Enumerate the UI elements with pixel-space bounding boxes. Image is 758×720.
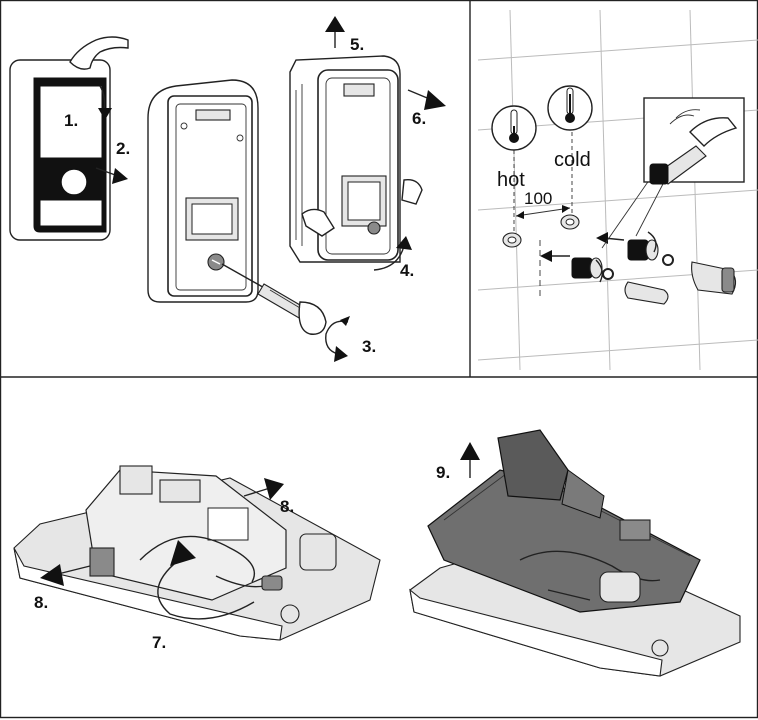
thermometer-low-icon	[509, 109, 519, 143]
dimension-100: 100	[513, 132, 573, 300]
connection-fittings	[540, 175, 737, 305]
top-left-step-labels: 1. 2. 3. 4. 5. 6.	[64, 35, 426, 356]
chassis-left	[13, 465, 381, 641]
housing-lift	[289, 16, 446, 271]
distance-label: 100	[524, 189, 552, 208]
wall-outlets	[502, 214, 580, 248]
step-label-5: 5.	[350, 35, 364, 54]
step-label-8-right: 8.	[280, 497, 294, 516]
bottom-step-labels: 7. 8. 8. 9.	[34, 463, 450, 652]
step-label-2: 2.	[116, 139, 130, 158]
thermometer-high-icon	[565, 87, 575, 123]
step-label-9: 9.	[436, 463, 450, 482]
detail-inset	[643, 97, 745, 185]
housing-back	[147, 79, 259, 303]
rotate-arrow-3	[325, 316, 350, 362]
screwdriver	[221, 263, 327, 335]
front-cover	[9, 36, 129, 241]
step-label-4: 4.	[400, 261, 414, 280]
thermometer-hot-badge	[491, 105, 537, 151]
hot-label: hot	[497, 169, 525, 191]
step-label-8-left: 8.	[34, 593, 48, 612]
step-label-7: 7.	[152, 633, 166, 652]
thermometer-cold-badge	[547, 85, 593, 131]
step-label-6: 6.	[412, 109, 426, 128]
chassis-right	[409, 429, 741, 677]
step-label-1: 1.	[64, 111, 78, 130]
step-label-3: 3.	[362, 337, 376, 356]
